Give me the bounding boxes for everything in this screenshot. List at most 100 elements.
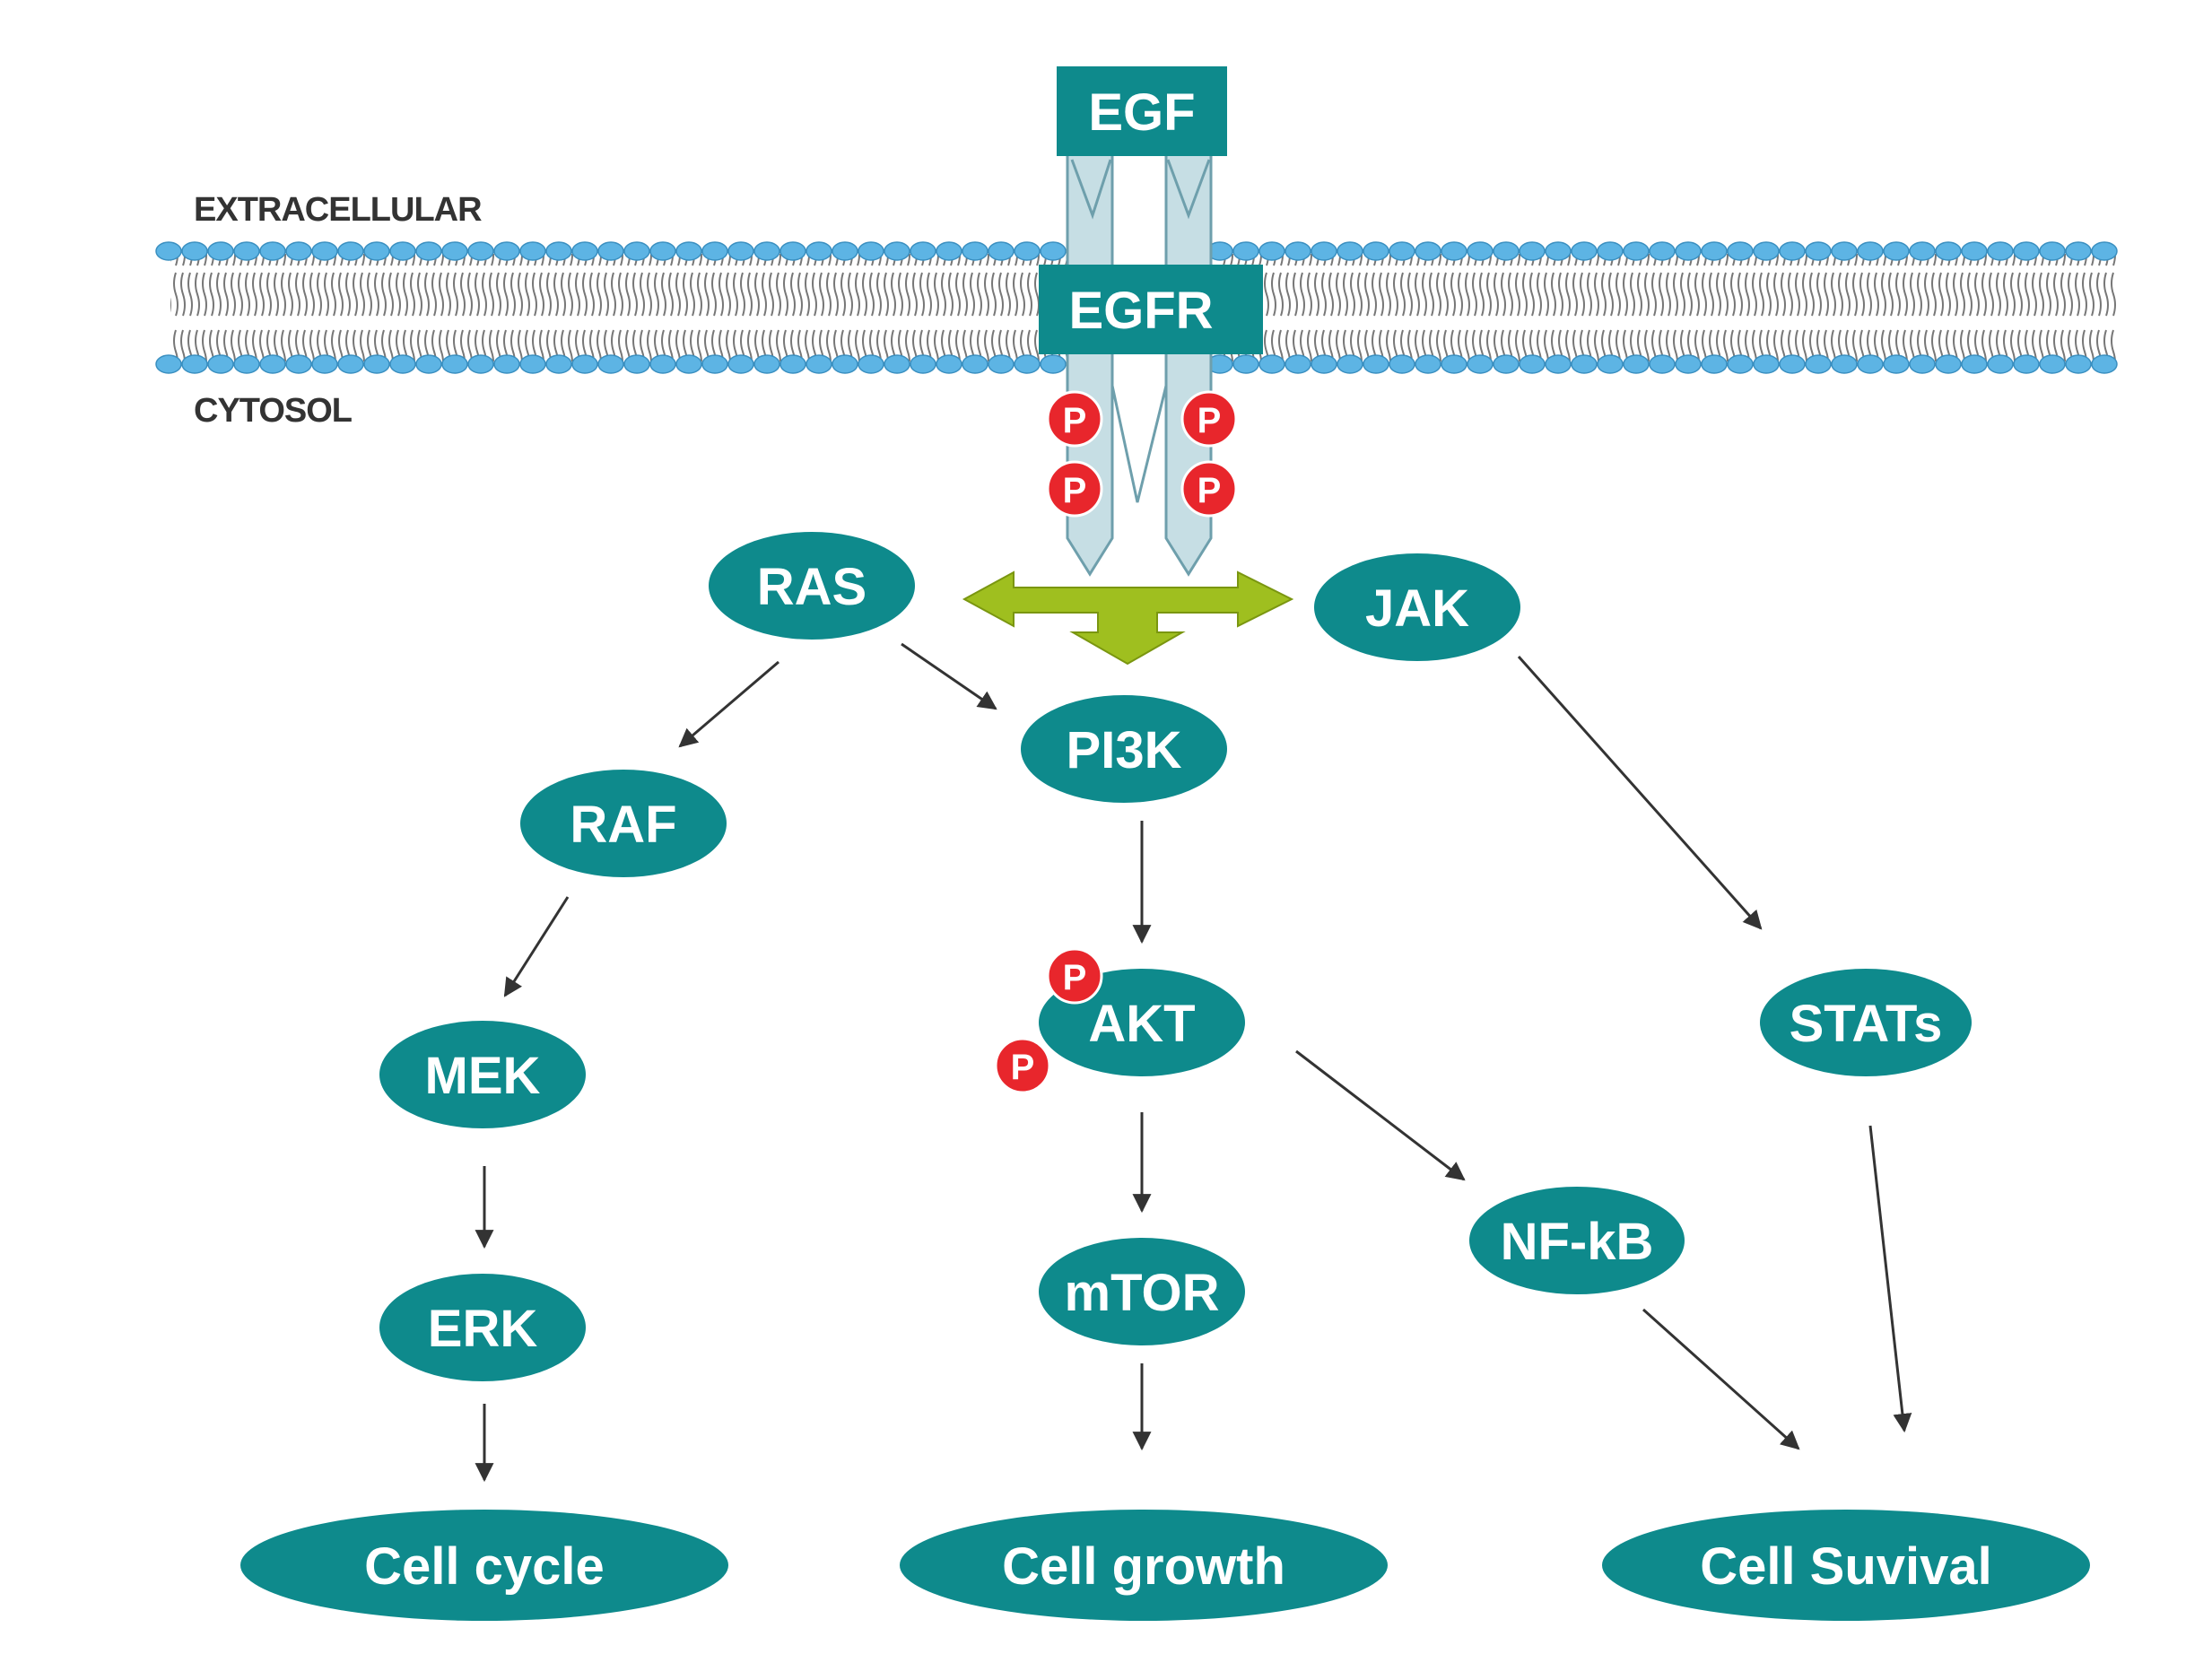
lipid-head	[1311, 241, 1337, 261]
lipid-head	[1935, 354, 1962, 374]
lipid-head	[1232, 241, 1259, 261]
lipid-head	[1467, 354, 1494, 374]
lipid-head	[1389, 354, 1415, 374]
lipid-head	[2039, 241, 2066, 261]
lipid-head	[1649, 241, 1676, 261]
cell-growth-outcome: Cell growth	[900, 1510, 1388, 1621]
lipid-head	[1014, 241, 1041, 261]
lipid-head	[1987, 241, 2014, 261]
lipid-head	[1805, 241, 1832, 261]
cell-cycle-outcome: Cell cycle	[240, 1510, 728, 1621]
lipid-head	[1883, 354, 1910, 374]
lipid-head	[2091, 354, 2118, 374]
lipid-head	[779, 354, 806, 374]
raf-node: RAF	[520, 770, 727, 877]
cell-survival-outcome: Cell Suvival	[1602, 1510, 2090, 1621]
raf-label: RAF	[570, 796, 676, 854]
lipid-head	[571, 241, 598, 261]
arrow-akt-nfkb	[1295, 1049, 1466, 1181]
cell-cycle-label: Cell cycle	[364, 1537, 605, 1596]
phospho-group: P	[1046, 947, 1103, 1005]
lipid-head	[649, 241, 676, 261]
lipid-head	[1623, 241, 1650, 261]
lipid-head	[1909, 241, 1936, 261]
lipid-head	[1909, 354, 1936, 374]
lipid-head	[1258, 354, 1285, 374]
lipid-tails-right	[1220, 254, 2117, 361]
lipid-head	[1311, 354, 1337, 374]
lipid-head	[1337, 241, 1363, 261]
arrow-stats-cellsurvival	[1868, 1125, 1912, 1433]
lipid-head	[337, 241, 364, 261]
lipid-head	[363, 241, 390, 261]
cytosol-label: CYTOSOL	[194, 392, 353, 430]
lipid-head	[753, 354, 780, 374]
lipid-head	[519, 241, 546, 261]
lipid-head	[779, 241, 806, 261]
lipid-heads-inner	[155, 354, 2118, 374]
lipid-head	[1258, 241, 1285, 261]
lipid-head	[910, 241, 936, 261]
lipid-head	[1675, 241, 1702, 261]
phospho-group: P	[1046, 390, 1103, 448]
lipid-head	[1961, 241, 1988, 261]
lipid-head	[1337, 354, 1363, 374]
phospho-label: P	[1063, 471, 1087, 510]
cell-membrane	[155, 241, 2118, 374]
lipid-head	[2091, 241, 2118, 261]
lipid-head	[1493, 241, 1520, 261]
egf-ligand: EGF	[1057, 66, 1227, 156]
lipid-head	[1285, 354, 1311, 374]
lipid-head	[962, 241, 988, 261]
lipid-head	[1545, 241, 1572, 261]
lipid-head	[936, 241, 962, 261]
lipid-head	[1040, 241, 1067, 261]
arrow-jak-stats	[1517, 656, 1763, 930]
phospho-group: P	[1046, 460, 1103, 518]
lipid-head	[1519, 241, 1546, 261]
lipid-head	[753, 241, 780, 261]
lipid-head	[363, 354, 390, 374]
erk-node: ERK	[379, 1274, 586, 1381]
lipid-head	[233, 354, 260, 374]
cell-growth-label: Cell growth	[1002, 1537, 1285, 1596]
lipid-head	[389, 241, 416, 261]
jak-node: JAK	[1314, 553, 1520, 661]
phospho-label: P	[1011, 1048, 1035, 1087]
lipid-head	[1779, 241, 1806, 261]
lipid-head	[1597, 354, 1624, 374]
lipid-head	[1285, 241, 1311, 261]
lipid-head	[962, 354, 988, 374]
lipid-head	[467, 354, 494, 374]
lipid-tails-left	[170, 254, 1067, 361]
lipid-head	[1675, 354, 1702, 374]
egfr-box: EGFR	[1039, 265, 1263, 354]
lipid-head	[1467, 241, 1494, 261]
lipid-head	[441, 354, 468, 374]
cell-survival-label: Cell Suvival	[1700, 1537, 1992, 1596]
lipid-head	[1415, 241, 1441, 261]
signal-branch-arrow	[962, 570, 1294, 666]
lipid-head	[545, 354, 572, 374]
lipid-head	[259, 354, 286, 374]
lipid-head	[389, 354, 416, 374]
receptor-chain-right-v	[1166, 159, 1211, 220]
lipid-head	[207, 354, 234, 374]
lipid-head	[1779, 354, 1806, 374]
lipid-head	[988, 241, 1015, 261]
lipid-head	[832, 354, 858, 374]
lipid-head	[806, 241, 832, 261]
lipid-head	[2013, 354, 2040, 374]
lipid-head	[858, 241, 884, 261]
lipid-head	[1701, 354, 1728, 374]
lipid-head	[701, 354, 728, 374]
lipid-head	[1831, 241, 1858, 261]
lipid-head	[1831, 354, 1858, 374]
egf-label: EGF	[1088, 83, 1195, 142]
lipid-head	[285, 241, 312, 261]
lipid-head	[597, 354, 624, 374]
stats-label: STATs	[1790, 995, 1943, 1053]
lipid-head	[1987, 354, 2014, 374]
mtor-node: mTOR	[1039, 1238, 1245, 1345]
lipid-head	[181, 241, 208, 261]
